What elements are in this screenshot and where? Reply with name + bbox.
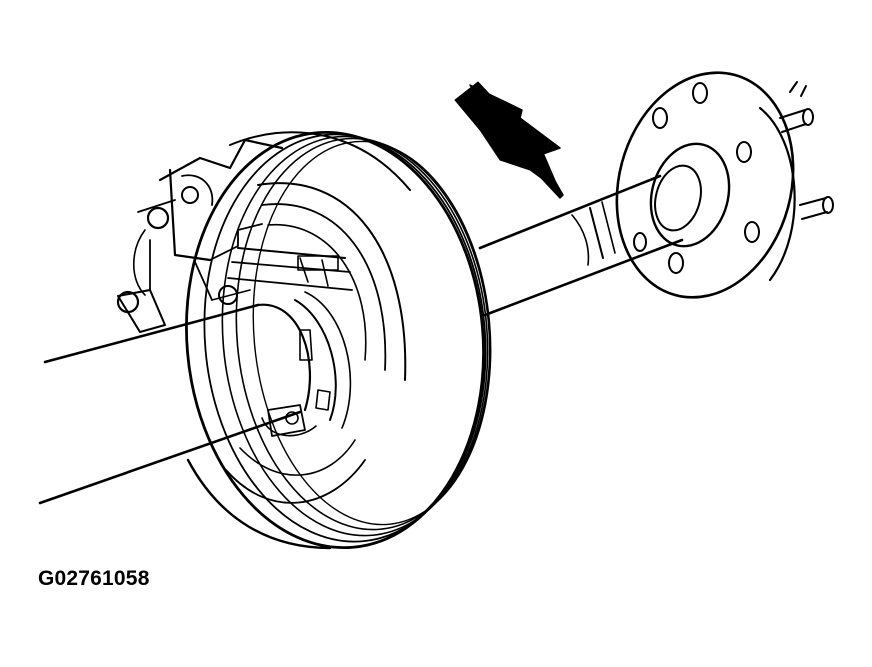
figure-code-label: G02761058: [38, 567, 150, 590]
brake-backing-plate-icon: [225, 182, 407, 504]
axle-housing-icon: [38, 138, 312, 505]
axle-shaft-icon: [478, 174, 684, 317]
wheel-stud-icon: [779, 81, 834, 220]
wheel-flange-icon: [615, 71, 796, 299]
brake-drum-icon: [185, 130, 492, 550]
pointer-arrow-icon: [454, 81, 564, 199]
